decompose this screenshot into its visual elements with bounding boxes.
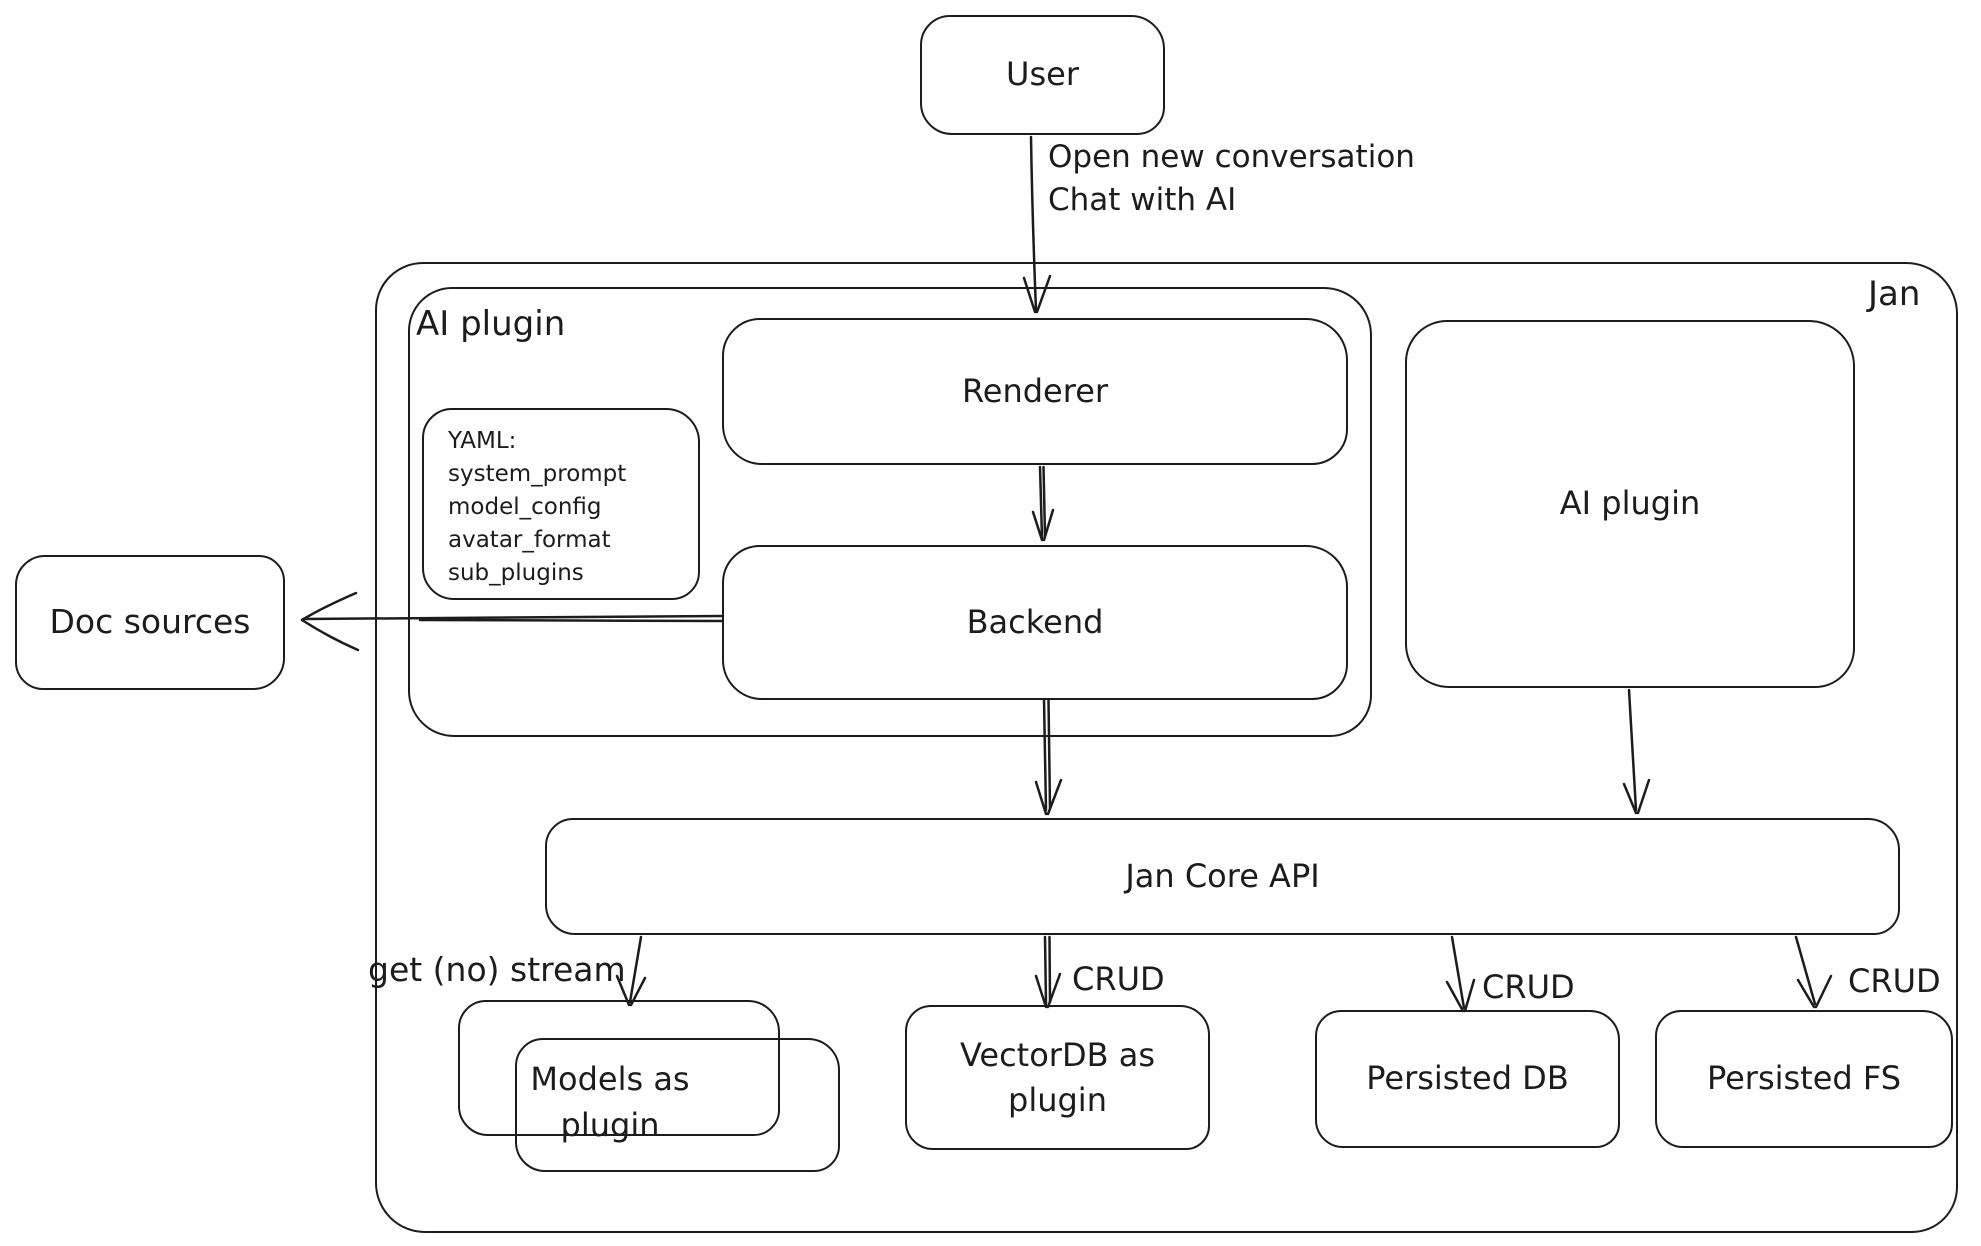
- node-ai-plugin: AI plugin: [1405, 320, 1855, 688]
- edge-label-crud-vectordb: CRUD: [1072, 960, 1165, 998]
- node-doc-sources: Doc sources: [15, 555, 285, 690]
- node-persisted-db: Persisted DB: [1315, 1010, 1620, 1148]
- edge-label-crud-persisted-fs: CRUD: [1848, 962, 1941, 1000]
- yaml-note-line: sub_plugins: [448, 560, 584, 586]
- node-renderer: Renderer: [722, 318, 1348, 465]
- yaml-note-line: YAML:: [448, 428, 517, 454]
- jan-container: [375, 262, 1958, 1233]
- node-persisted-fs: Persisted FS: [1655, 1010, 1953, 1148]
- edge-label-crud-persisted-db: CRUD: [1482, 968, 1575, 1006]
- node-vectordb-plugin: VectorDB as plugin: [905, 1005, 1210, 1150]
- yaml-note-line: avatar_format: [448, 527, 611, 553]
- node-models-plugin-front: [515, 1038, 840, 1172]
- edge-label-open-conversation: Open new conversation Chat with AI: [1048, 139, 1415, 218]
- node-jan-core-api: Jan Core API: [545, 818, 1900, 935]
- yaml-note: YAML: system_prompt model_config avatar_…: [422, 408, 700, 600]
- edge-label-get-no-stream: get (no) stream: [368, 950, 626, 989]
- node-user: User: [920, 15, 1165, 135]
- ai-plugin-group-title: AI plugin: [416, 304, 566, 344]
- yaml-note-line: model_config: [448, 494, 602, 520]
- node-models-plugin-label: Models as plugin: [530, 1060, 690, 1144]
- ai-plugin-group: [408, 287, 1372, 737]
- node-backend: Backend: [722, 545, 1348, 700]
- jan-container-title: Jan: [1868, 274, 1921, 314]
- yaml-note-line: system_prompt: [448, 461, 627, 487]
